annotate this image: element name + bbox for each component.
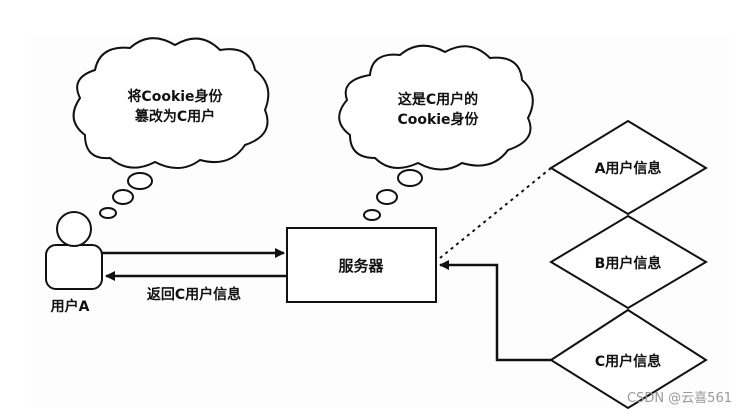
thought-cloud-right: 这是C用户的 Cookie身份 xyxy=(338,44,534,221)
cloud-left-line1: 将Cookie身份 xyxy=(127,88,223,105)
diamond-a: A用户信息 xyxy=(549,119,708,216)
dotted-connector xyxy=(439,167,552,259)
thought-cloud-left: 将Cookie身份 篡改为C用户 xyxy=(72,37,270,219)
diamond-c: C用户信息 xyxy=(549,308,708,410)
user-label: 用户A xyxy=(51,298,90,315)
solid-connector xyxy=(439,260,551,362)
diamond-c-label: C用户信息 xyxy=(595,353,661,370)
cloud-left-line2: 篡改为C用户 xyxy=(135,108,215,125)
cloud-right-line1: 这是C用户的 xyxy=(398,91,478,108)
watermark: CSDN @云喜561 xyxy=(627,391,732,406)
cloud-right-line2: Cookie身份 xyxy=(397,111,479,128)
diamond-b: B用户信息 xyxy=(549,214,708,310)
server-label: 服务器 xyxy=(338,257,384,275)
diamond-b-label: B用户信息 xyxy=(595,255,662,272)
user-icon xyxy=(45,211,103,290)
server-box xyxy=(286,227,437,303)
diamond-a-label: A用户信息 xyxy=(595,160,662,177)
return-label: 返回C用户信息 xyxy=(147,286,241,303)
